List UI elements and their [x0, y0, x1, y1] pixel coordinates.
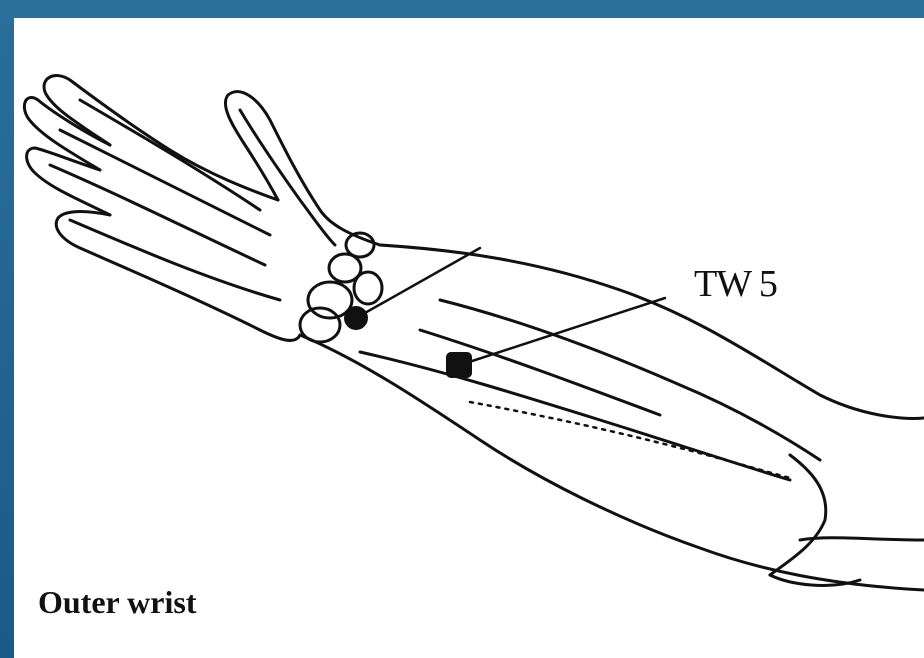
hand-outline	[24, 76, 380, 341]
caption-outer-wrist: Outer wrist	[38, 584, 196, 621]
wrist-leader-line	[356, 248, 480, 318]
carpal-bones	[300, 233, 382, 342]
tw5-leader-line	[460, 298, 665, 365]
tw5-label: TW 5	[694, 262, 777, 306]
